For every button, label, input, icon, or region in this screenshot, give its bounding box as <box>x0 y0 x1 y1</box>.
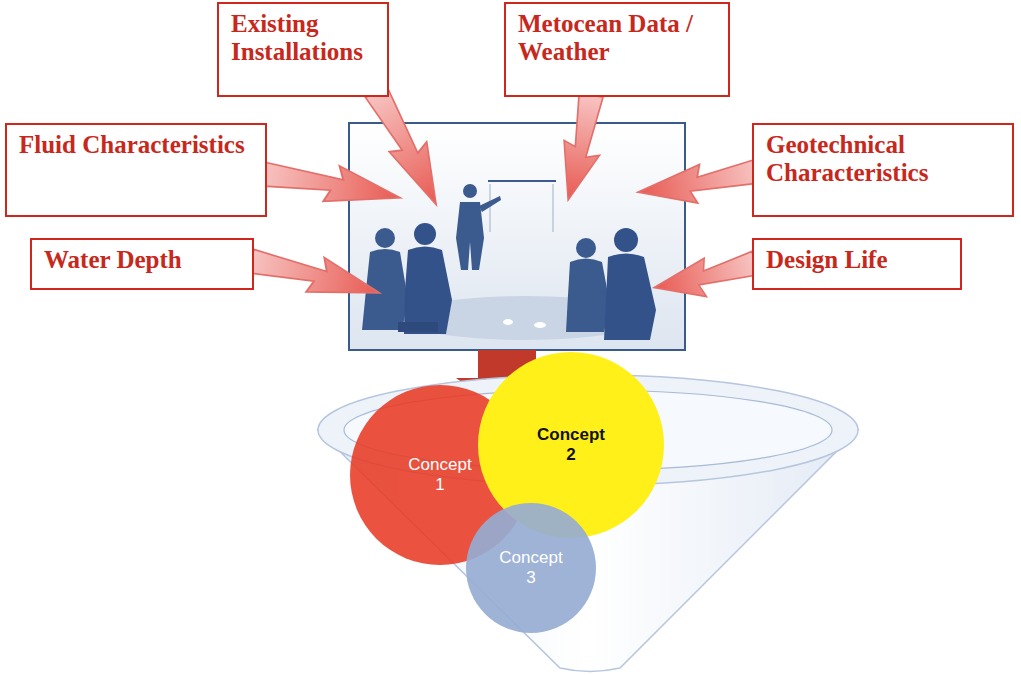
input-box: Water Depth <box>30 238 254 290</box>
input-label: Geotechnical Characteristics <box>766 131 1000 187</box>
concept-label: Concept 2 <box>535 425 607 466</box>
concept-label: Concept 3 <box>495 548 567 589</box>
input-label: Existing Installations <box>231 10 375 66</box>
concept-label: Concept 1 <box>404 455 476 496</box>
concept-circle: Concept 3 <box>466 503 596 633</box>
input-label: Design Life <box>766 246 948 274</box>
input-box: Existing Installations <box>217 2 389 97</box>
input-box: Geotechnical Characteristics <box>752 123 1014 217</box>
lightning-arrows <box>246 82 762 310</box>
input-box: Design Life <box>752 238 962 290</box>
input-box: Metocean Data / Weather <box>504 2 730 97</box>
input-label: Metocean Data / Weather <box>518 10 716 66</box>
input-label: Water Depth <box>44 246 240 274</box>
input-label: Fluid Characteristics <box>19 131 253 159</box>
input-box: Fluid Characteristics <box>5 123 267 217</box>
